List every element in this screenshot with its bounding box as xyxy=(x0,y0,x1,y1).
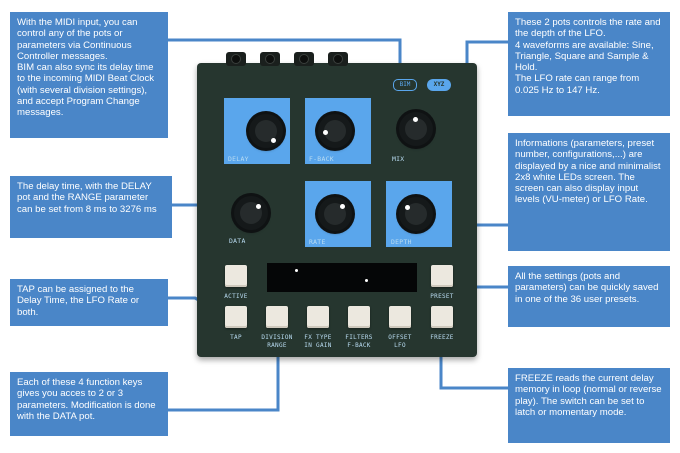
callout-display: Informations (parameters, preset number,… xyxy=(508,133,670,251)
midi-jack-2[interactable] xyxy=(260,52,280,66)
callout-midi-text: With the MIDI input, you can control any… xyxy=(17,17,155,119)
active-label: ACTIVE xyxy=(224,293,248,300)
depth-label: DEPTH xyxy=(391,238,412,246)
callout-lfo: These 2 pots controls the rate and the d… xyxy=(508,12,670,116)
callout-preset-text: All the settings (pots and parameters) c… xyxy=(515,271,659,305)
fxtype-label: FX TYPE IN GAIN xyxy=(304,334,332,349)
filters-label: FILTERS F-BACK xyxy=(345,334,373,349)
offset-button[interactable] xyxy=(389,306,411,328)
preset-label: PRESET xyxy=(430,293,454,300)
callout-midi: With the MIDI input, you can control any… xyxy=(10,12,168,138)
data-label: DATA xyxy=(229,237,246,245)
division-button[interactable] xyxy=(266,306,288,328)
depth-knob[interactable] xyxy=(399,197,433,231)
delay-label: DELAY xyxy=(228,155,249,163)
delay-knob[interactable] xyxy=(249,114,283,148)
midi-jack-1[interactable] xyxy=(226,52,246,66)
filters-button[interactable] xyxy=(348,306,370,328)
rate-knob[interactable] xyxy=(318,197,352,231)
callout-display-text: Informations (parameters, preset number,… xyxy=(515,138,661,206)
fxtype-button[interactable] xyxy=(307,306,329,328)
audio-jack-2[interactable] xyxy=(328,52,348,66)
bim-badge: BIM xyxy=(393,79,417,91)
callout-tap-text: TAP can be assigned to the Delay Time, t… xyxy=(17,284,140,318)
callout-delay: The delay time, with the DELAY pot and t… xyxy=(10,176,172,238)
callout-preset: All the settings (pots and parameters) c… xyxy=(508,266,670,327)
audio-jack-1[interactable] xyxy=(294,52,314,66)
mix-label: MIX xyxy=(392,155,405,163)
callout-tap: TAP can be assigned to the Delay Time, t… xyxy=(10,279,168,326)
callout-function: Each of these 4 function keys gives you … xyxy=(10,372,168,436)
data-knob[interactable] xyxy=(234,196,268,230)
led-dot-center xyxy=(365,279,368,282)
preset-button[interactable] xyxy=(431,265,453,287)
fback-label: F-BACK xyxy=(309,155,334,163)
division-label: DIVISION RANGE xyxy=(261,334,293,349)
freeze-label: FREEZE xyxy=(430,334,454,341)
offset-label: OFFSET LFO xyxy=(388,334,412,349)
callout-lfo-text: These 2 pots controls the rate and the d… xyxy=(515,17,661,96)
callout-freeze: FREEZE reads the current delay memory in… xyxy=(508,368,670,443)
tap-button[interactable] xyxy=(225,306,247,328)
active-button[interactable] xyxy=(225,265,247,287)
brand-logo: XYZ xyxy=(427,79,451,91)
callout-delay-text: The delay time, with the DELAY pot and t… xyxy=(17,181,157,215)
tap-label: TAP xyxy=(230,334,242,341)
led-dot-left xyxy=(295,269,298,272)
fback-knob[interactable] xyxy=(318,114,352,148)
freeze-button[interactable] xyxy=(431,306,453,328)
callout-freeze-text: FREEZE reads the current delay memory in… xyxy=(515,373,662,418)
rate-label: RATE xyxy=(309,238,326,246)
callout-function-text: Each of these 4 function keys gives you … xyxy=(17,377,156,422)
led-display xyxy=(267,263,417,292)
mix-knob[interactable] xyxy=(399,112,433,146)
